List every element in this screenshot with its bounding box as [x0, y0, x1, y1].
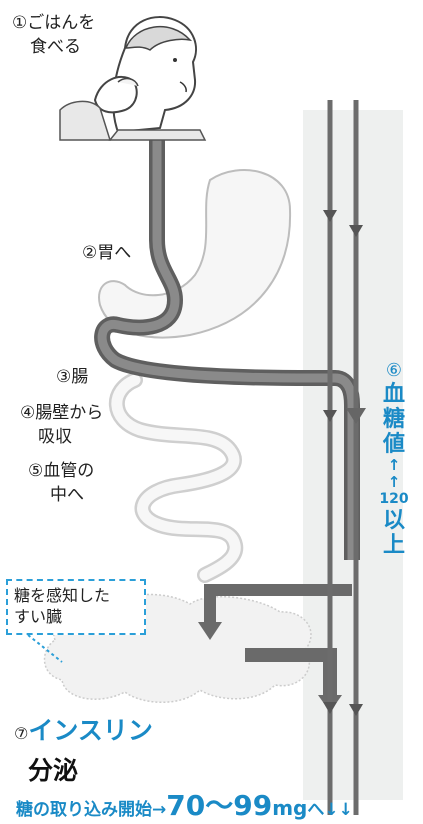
step6-value: 120 [379, 491, 409, 507]
branch-arrowhead [198, 622, 222, 640]
step6-char-5: 上 [382, 533, 405, 558]
step1-label: ①ごはんを [12, 12, 95, 34]
up-arrow-icon: ↑ [387, 473, 401, 491]
step2-label: ②胃へ [82, 242, 131, 264]
step4-label: ④腸壁から [20, 402, 103, 424]
callout-pointer [27, 634, 63, 663]
callout-line1: 糖を感知した [14, 586, 111, 605]
flow-arrowhead [349, 225, 363, 237]
step1-number: ① [12, 13, 28, 33]
step6-char-1: 血 [382, 382, 405, 407]
step6-char-4: 以 [382, 508, 405, 533]
step5-number: ⑤ [28, 461, 44, 481]
step4-number: ④ [20, 403, 36, 423]
step2-text: 胃へ [97, 243, 132, 263]
step1-line1: ごはんを [27, 13, 96, 33]
caption-unit: mg [272, 796, 308, 820]
flow-arrowhead [349, 704, 363, 716]
callout-line2: すい臓 [14, 607, 63, 626]
step2-number: ② [82, 243, 98, 263]
person-eating-illustration [59, 16, 207, 141]
pancreas-callout: 糖を感知した すい臓 [6, 579, 146, 635]
vessel-branch-to-pancreas [204, 584, 352, 625]
flow-arrowhead [323, 410, 337, 422]
step4-line1: 腸壁から [35, 403, 104, 423]
step5-line2: 中へ [50, 485, 84, 505]
step3-label: ③腸 [56, 366, 88, 388]
up-arrow-icon: ↑ [387, 456, 401, 474]
flow-arrowhead [323, 210, 337, 222]
step4-line2: 吸収 [38, 427, 72, 447]
caption-suffix: へ↓↓ [307, 800, 353, 820]
caption-prefix: 糖の取り込み開始→ [16, 800, 167, 820]
step6-number: ⑥ [385, 360, 403, 381]
step5-label: ⑤血管の [28, 460, 94, 482]
step6-blood-sugar-label: ⑥ 血 糖 値 ↑ ↑ 120 以 上 [374, 360, 414, 558]
step7-line1: インスリン [28, 716, 153, 745]
step1-line2: 食べる [30, 37, 81, 57]
step6-char-2: 糖 [382, 407, 405, 432]
step3-text: 腸 [71, 367, 89, 387]
step7-insulin-label: ⑦インスリン 分泌 [14, 711, 153, 787]
step3-number: ③ [56, 367, 72, 387]
step7-line2: 分泌 [28, 756, 79, 785]
step6-char-3: 値 [382, 432, 405, 457]
bottom-caption: 糖の取り込み開始→70〜99mgへ↓↓ [16, 784, 353, 824]
caption-range: 70〜99 [166, 789, 273, 822]
flow-arrowhead [323, 702, 337, 714]
step5-line1: 血管の [43, 461, 95, 481]
step7-number: ⑦ [14, 724, 29, 743]
flow-arrowhead [346, 408, 366, 424]
